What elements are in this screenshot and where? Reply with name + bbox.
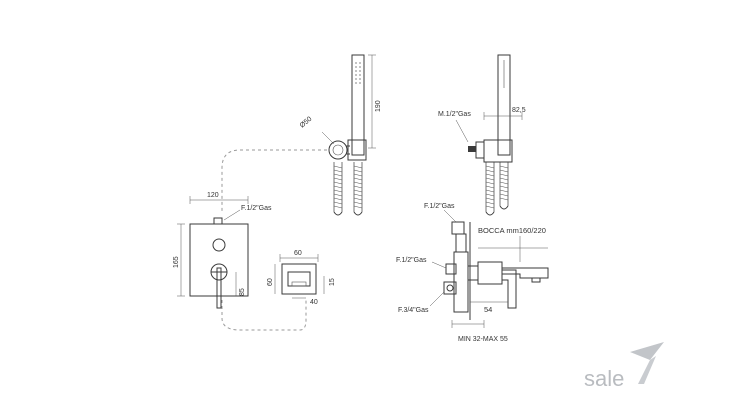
dim-diameter-50: Ø50 <box>299 116 314 130</box>
dim-82-5: 82,5 <box>512 107 526 114</box>
dim-190: 190 <box>375 100 382 112</box>
side-shower-body <box>497 54 511 156</box>
dim-60-height: 60 <box>267 278 274 286</box>
dim-54: 54 <box>484 305 492 314</box>
concealed-pipe-bottom <box>221 300 307 331</box>
side-hose-left <box>485 162 495 216</box>
dim-165: 165 <box>173 256 180 268</box>
top-inlet <box>213 217 223 225</box>
dim-85: 85 <box>239 288 246 296</box>
label-spout-reach: BOCCA mm160/220 <box>478 226 546 235</box>
side-mixer-body: F.1/2"Gas F.1/2"Gas F.3/4"Gas BOCCA mm16… <box>396 203 549 343</box>
spout-front <box>281 263 317 295</box>
front-hand-shower: 190 Ø50 <box>299 54 382 216</box>
label-side-inlet-top: F.1/2"Gas <box>424 203 455 210</box>
side-lever <box>501 269 517 309</box>
side-hand-shower: 82,5 M.1/2"Gas <box>438 54 526 216</box>
logo-text: sale <box>584 366 624 391</box>
shower-holder <box>347 139 367 161</box>
lever-housing <box>477 261 503 285</box>
label-outlet: M.1/2"Gas <box>438 111 471 118</box>
logo-mark-icon <box>630 342 664 360</box>
cover-plate <box>189 223 249 297</box>
dim-40: 40 <box>310 299 318 306</box>
dim-60-width: 60 <box>294 250 302 257</box>
side-hose-right <box>499 162 509 210</box>
dim-15: 15 <box>329 278 336 286</box>
hose-right <box>353 162 363 216</box>
wall-elbow <box>328 140 348 160</box>
label-side-inlet-bottom: F.3/4"Gas <box>398 307 429 314</box>
hose-left <box>333 162 343 216</box>
front-mixer-plate: 120 F.1/2"Gas 165 85 <box>173 192 272 309</box>
concealed-pipe-top <box>221 149 327 212</box>
mixer-lever <box>216 267 222 309</box>
brand-logo: sale <box>584 342 664 391</box>
dim-wall-depth: MIN 32-MAX 55 <box>458 336 508 343</box>
label-side-inlet-mid: F.1/2"Gas <box>396 257 427 264</box>
front-spout-box: 60 60 15 40 <box>267 250 336 306</box>
label-inlet-top-left: F.1/2"Gas <box>241 205 272 212</box>
diverter-knob <box>212 238 226 252</box>
shower-holes <box>355 62 361 84</box>
dim-120: 120 <box>207 192 219 199</box>
hand-shower-body <box>351 54 365 156</box>
